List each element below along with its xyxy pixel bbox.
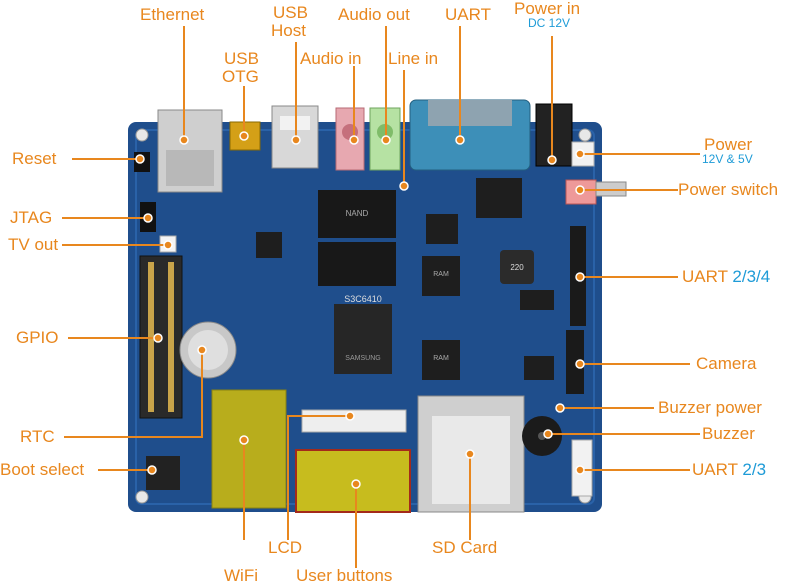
label-lcd: LCD xyxy=(268,538,303,557)
label-usb-otg-2: OTG xyxy=(222,67,259,86)
label-boot-select: Boot select xyxy=(0,460,85,479)
label-power-sub: 12V & 5V xyxy=(702,152,753,166)
power-jack xyxy=(535,103,573,167)
label-uart-234: UART 2/3/4 xyxy=(682,267,771,286)
label-ethernet: Ethernet xyxy=(140,5,205,24)
inductor-marking: 220 xyxy=(510,263,524,272)
inductor xyxy=(500,250,534,284)
label-buzzer-power: Buzzer power xyxy=(658,398,762,417)
label-uart-23: UART 2/3 xyxy=(692,460,767,479)
label-sd-card: SD Card xyxy=(432,538,498,557)
label-tv-out: TV out xyxy=(8,235,59,254)
label-camera: Camera xyxy=(696,354,757,373)
callout-lines xyxy=(62,26,700,568)
callout-dots xyxy=(135,131,585,489)
nand-marking: NAND xyxy=(346,209,369,218)
ram2-marking: RAM xyxy=(433,355,449,362)
ram-chip-1 xyxy=(422,256,460,296)
label-audio-in: Audio in xyxy=(300,49,362,68)
camera-header xyxy=(566,330,584,394)
label-rtc: RTC xyxy=(20,427,55,446)
samsung-marking: SAMSUNG xyxy=(345,355,380,362)
label-power-in: Power in xyxy=(514,0,581,18)
cpu-marking: S3C6410 xyxy=(344,294,382,304)
audio-in-jack xyxy=(335,107,365,171)
label-audio-out: Audio out xyxy=(338,5,410,24)
label-power-in-sub: DC 12V xyxy=(528,16,571,30)
label-uart-top: UART xyxy=(445,5,491,24)
label-gpio: GPIO xyxy=(16,328,59,347)
label-buzzer: Buzzer xyxy=(702,424,755,443)
label-line-in: Line in xyxy=(388,49,439,68)
lcd-connector xyxy=(301,409,407,433)
label-power-switch: Power switch xyxy=(678,180,779,199)
label-jtag: JTAG xyxy=(10,208,53,227)
cpu-chip xyxy=(334,304,392,374)
label-usb-host-2: Host xyxy=(271,21,306,40)
ram-chip-2 xyxy=(422,340,460,380)
label-wifi: WiFi xyxy=(224,566,258,585)
ram1-marking: RAM xyxy=(433,271,449,278)
wifi-module xyxy=(211,389,287,509)
nand-chip xyxy=(318,190,396,238)
label-reset: Reset xyxy=(12,149,57,168)
label-power: Power xyxy=(704,135,753,154)
label-user-buttons: User buttons xyxy=(296,566,393,585)
label-usb-host-1: USB xyxy=(273,3,308,22)
label-usb-otg-1: USB xyxy=(224,49,259,68)
